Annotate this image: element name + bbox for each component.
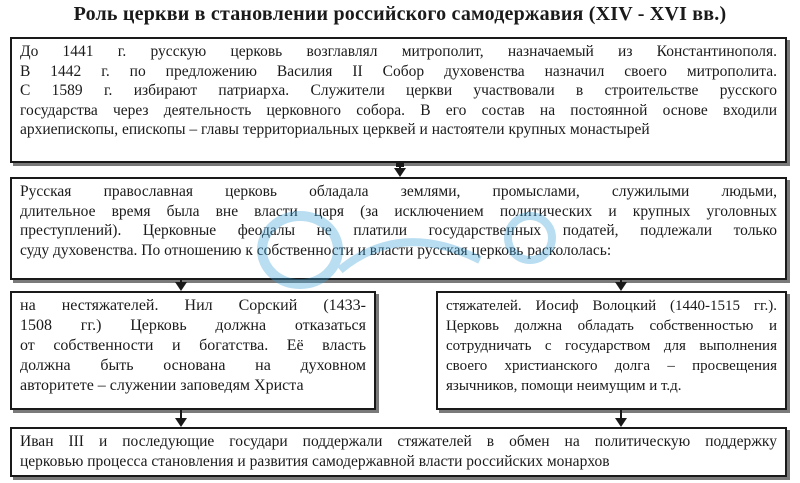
box-line: Русская православная церковь обладала зе… [20, 183, 777, 200]
box-line: на нестяжателей. Нил Сорский (1433- [20, 297, 366, 314]
box-line: архиепископы, епископы – главы территори… [20, 121, 650, 138]
box-possessors: стяжателей. Иосиф Волоцкий (1440-1515 гг… [436, 291, 787, 410]
box-line: суду духовенства. По отношению к собстве… [20, 241, 612, 259]
box-line: сотрудничать с государством для выполнен… [446, 338, 777, 354]
box-line: В 1442 г. по предложению Василия II Собо… [20, 62, 777, 80]
arrow-down-icon [394, 168, 406, 177]
arrow-down-icon [615, 282, 627, 291]
box-line: должна быть основана на духовном [20, 357, 366, 374]
box-line: 1508 гг.) Церковь должна отказаться [20, 317, 366, 334]
box-church-privileges: Русская православная церковь обладала зе… [10, 177, 787, 280]
box-line: от собственности и богатства. Её власть [20, 337, 366, 354]
box-line: До 1441 г. русскую церковь возглавлял ми… [20, 43, 777, 60]
diagram-title: Роль церкви в становлении российского са… [73, 3, 727, 25]
arrow-down-icon [175, 418, 187, 427]
box-church-leadership: До 1441 г. русскую церковь возглавлял ми… [10, 37, 787, 163]
box-line: церковью процесса становления и развития… [20, 452, 610, 470]
box-ivan-iii-support: Иван III и последующие государи поддержа… [10, 427, 787, 477]
box-line: стяжателей. Иосиф Волоцкий (1440-1515 гг… [446, 298, 777, 314]
box-line: авторитете – служении заповедям Христа [20, 377, 304, 394]
box-line: своего христианского долга – просвещения [446, 358, 777, 374]
box-line: длительное время была вне власти царя (з… [20, 202, 777, 220]
arrow-connector [180, 410, 182, 420]
box-line: С 1589 г. избирают патриарха. Служители … [20, 82, 777, 99]
arrow-down-icon [615, 418, 627, 427]
box-line: Церковь должна обладать собственностью и [446, 318, 777, 334]
arrow-down-icon [175, 282, 187, 291]
arrow-connector [399, 163, 401, 169]
arrow-connector [620, 410, 622, 420]
box-line: Иван III и последующие государи поддержа… [20, 433, 777, 450]
box-line: преступлений). Церковные феодалы не плат… [20, 222, 777, 239]
box-line: язычников, помощи неимущим и т.д. [446, 378, 682, 394]
box-non-possessors: на нестяжателей. Нил Сорский (1433- 1508… [10, 291, 376, 410]
box-line: государства через деятельность церковног… [20, 101, 777, 119]
